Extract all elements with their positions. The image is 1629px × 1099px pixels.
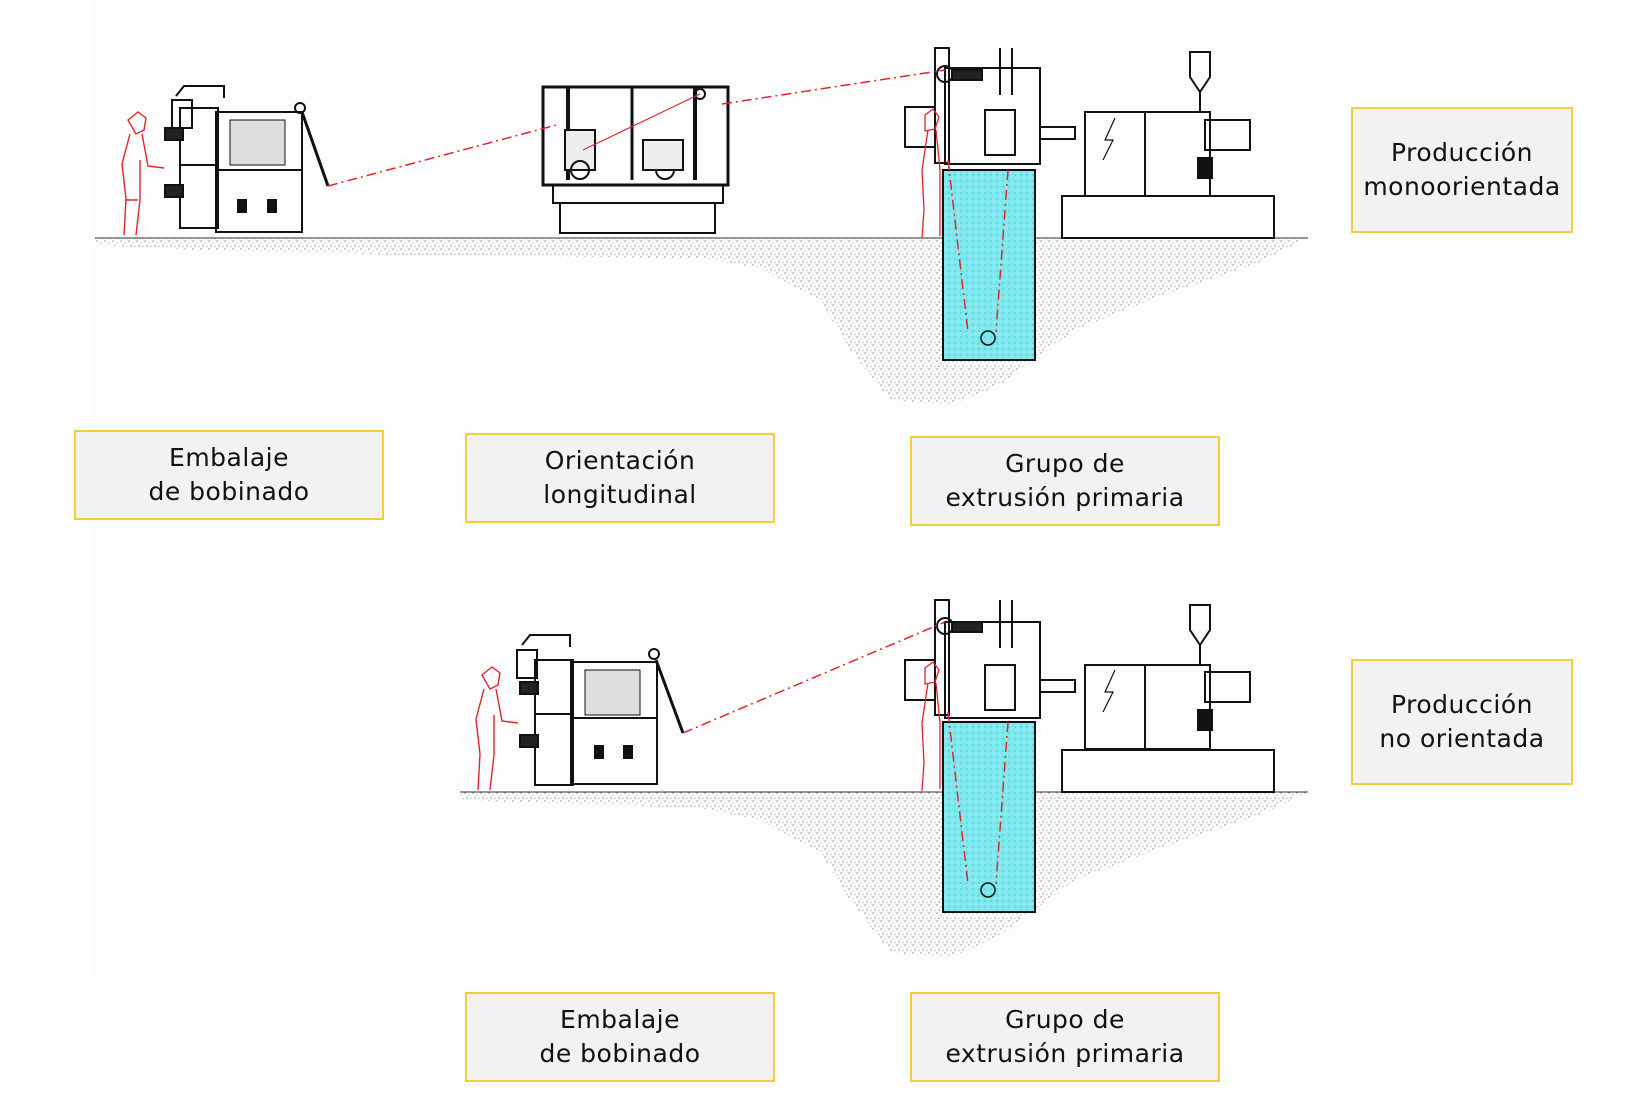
label-line: Producción <box>1391 138 1533 167</box>
extrusion-group-icon <box>904 47 1275 239</box>
section-non-oriented-drawing <box>460 599 1308 958</box>
winder-machine-icon <box>516 634 685 786</box>
label-line: longitudinal <box>543 480 697 509</box>
station-label-extrusion: Grupo de extrusión primaria <box>910 436 1220 526</box>
station-label-extrusion: Grupo de extrusión primaria <box>910 992 1220 1082</box>
extrusion-group-icon <box>904 599 1275 793</box>
label-line: Grupo de <box>1005 1005 1125 1034</box>
label-line: Orientación <box>544 446 696 475</box>
cooling-tank-water <box>942 169 1036 361</box>
tank-roller <box>980 882 996 898</box>
section-oriented-drawing <box>95 47 1308 405</box>
label-line: Embalaje <box>169 443 289 472</box>
label-line: de bobinado <box>148 477 310 506</box>
label-line: extrusión primaria <box>945 483 1185 512</box>
station-label-orientation: Orientación longitudinal <box>465 433 775 523</box>
label-line: de bobinado <box>539 1039 701 1068</box>
section-title-oriented: Producción monoorientada <box>1351 107 1573 233</box>
film-path <box>327 69 1009 333</box>
operator-icon <box>921 661 941 792</box>
label-line: Producción <box>1391 690 1533 719</box>
orientation-machine-icon <box>541 85 730 234</box>
ground-gravel <box>460 792 1308 958</box>
label-line: Grupo de <box>1005 449 1125 478</box>
cooling-tank-water <box>942 721 1036 913</box>
label-line: extrusión primaria <box>945 1039 1185 1068</box>
station-label-winder: Embalaje de bobinado <box>74 430 384 520</box>
tank-roller <box>980 330 996 346</box>
label-line: monoorientada <box>1363 172 1561 201</box>
winder-machine-icon <box>164 85 330 233</box>
operator-icon <box>121 111 165 236</box>
label-line: no orientada <box>1379 724 1545 753</box>
operator-icon <box>921 108 941 239</box>
label-line: Embalaje <box>560 1005 680 1034</box>
operator-icon <box>475 666 519 791</box>
ground-gravel <box>95 238 1308 405</box>
section-title-non-oriented: Producción no orientada <box>1351 659 1573 785</box>
film-path <box>682 621 1009 885</box>
station-label-winder: Embalaje de bobinado <box>465 992 775 1082</box>
